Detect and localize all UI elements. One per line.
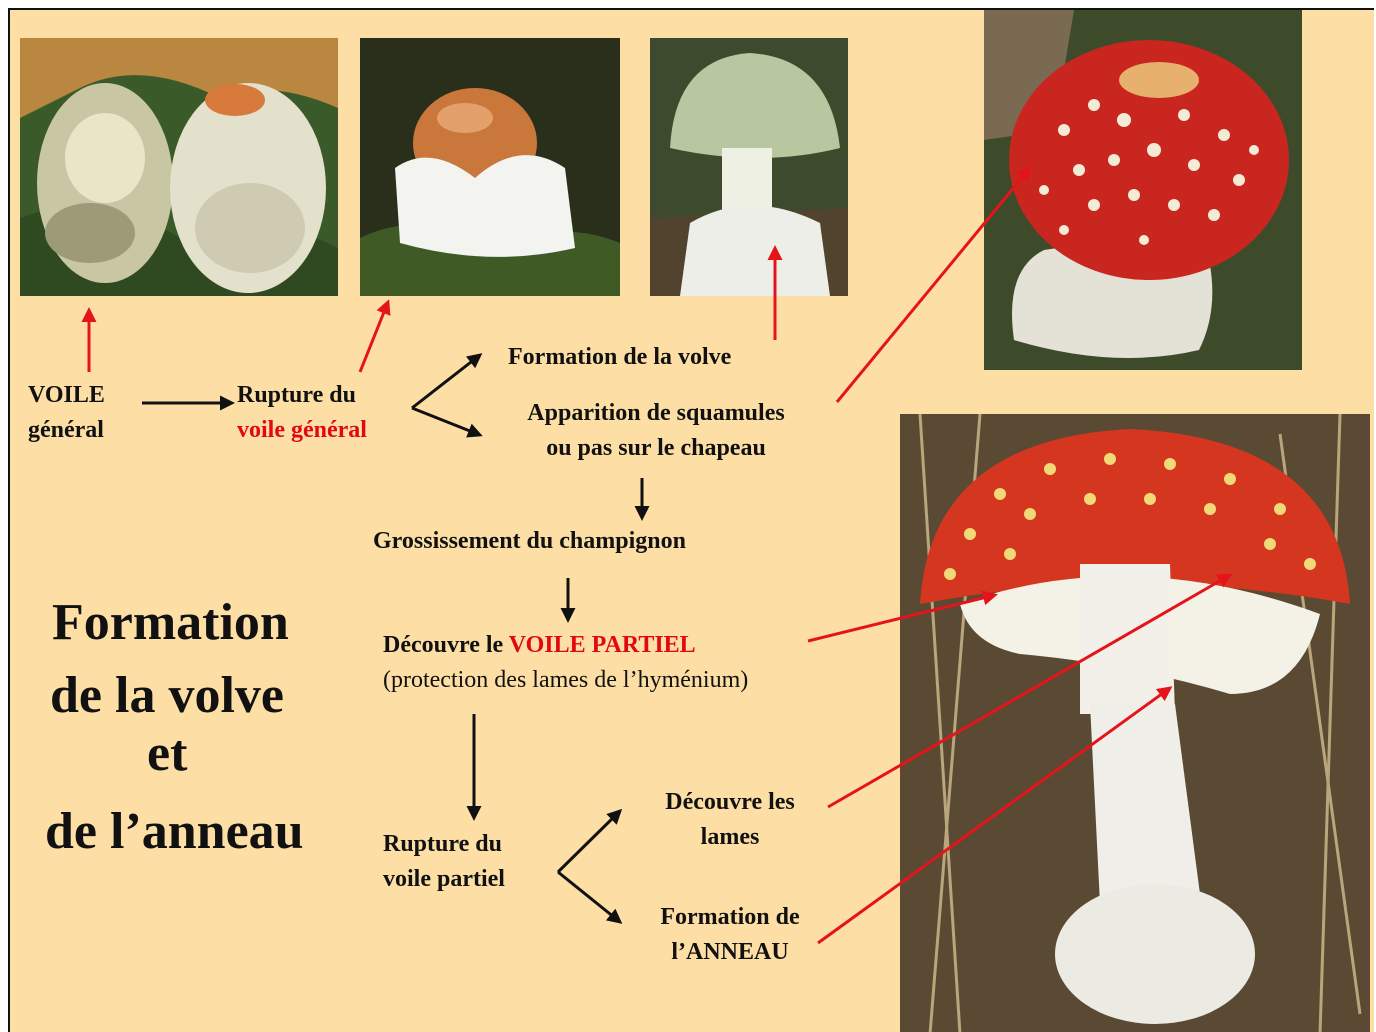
arrow-rupture-to-photo2: [360, 302, 388, 372]
label-grossissement: Grossissement du champignon: [373, 524, 686, 559]
arrows-layer: [10, 10, 1374, 1032]
squamules-line2: ou pas sur le chapeau: [496, 431, 816, 466]
rupture-partiel-line2: voile partiel: [383, 862, 505, 897]
decouvre-prefix: Découvre le: [383, 632, 509, 658]
voile-line1: VOILE: [28, 378, 105, 413]
label-apparition-squamules: Apparition de squamules ou pas sur le ch…: [496, 396, 816, 466]
anneau-line2: l’ANNEAU: [635, 935, 825, 970]
title-line3: et: [147, 728, 187, 780]
voile-line2: général: [28, 413, 105, 448]
rupture-line1: Rupture du: [237, 378, 367, 413]
arrow-voile-partiel-to-photo5: [808, 595, 995, 641]
lames-line1: Découvre les: [640, 785, 820, 820]
decouvre-line2: (protection des lames de l’hyménium): [383, 663, 748, 698]
label-formation-anneau: Formation de l’ANNEAU: [635, 900, 825, 970]
rupture-line2: voile général: [237, 413, 367, 448]
label-rupture-voile-partiel: Rupture du voile partiel: [383, 827, 505, 897]
rupture-partiel-line1: Rupture du: [383, 827, 505, 862]
label-decouvre-lames: Découvre les lames: [640, 785, 820, 855]
arrow-anneau-to-photo5: [818, 688, 1170, 943]
arrow-fork-bottom-1: [412, 408, 480, 435]
title-line1: Formation: [52, 597, 289, 649]
arrow-fork-top-2: [558, 811, 620, 872]
title-line2: de la volve: [50, 670, 284, 722]
slide: VOILE général Rupture du voile général F…: [8, 8, 1374, 1032]
squamules-line1: Apparition de squamules: [496, 396, 816, 431]
arrow-lames-to-photo5: [828, 575, 1230, 807]
decouvre-line1: Découvre le VOILE PARTIEL: [383, 628, 748, 663]
title-line4: de l’anneau: [45, 806, 304, 858]
arrow-fork-top-1: [412, 355, 480, 408]
anneau-line1: Formation de: [635, 900, 825, 935]
voile-partiel-highlight: VOILE PARTIEL: [509, 632, 696, 658]
arrow-fork-bottom-2: [558, 872, 620, 922]
label-voile-general: VOILE général: [28, 378, 105, 448]
label-decouvre-voile-partiel: Découvre le VOILE PARTIEL (protection de…: [383, 628, 748, 698]
arrow-squamules-to-photo4: [837, 168, 1030, 402]
label-formation-volve: Formation de la volve: [508, 340, 731, 375]
lames-line2: lames: [640, 820, 820, 855]
label-rupture-voile-general: Rupture du voile général: [237, 378, 367, 448]
